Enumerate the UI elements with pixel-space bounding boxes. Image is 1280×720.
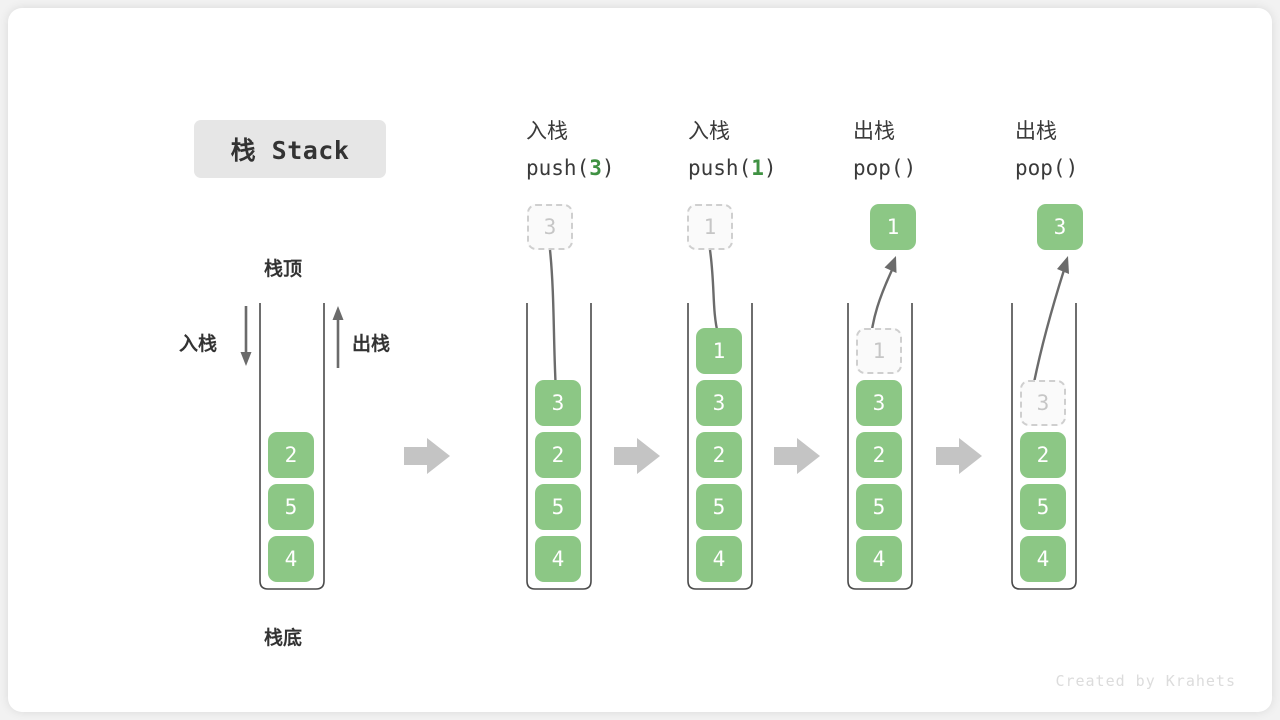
stack-element: 2 [696, 432, 742, 478]
stack-container-pop-3 [1011, 303, 1077, 590]
step-header-push-3: 入栈 push(3) [526, 113, 615, 187]
floating-element-ghost: 1 [687, 204, 733, 250]
stack-bottom-label: 栈底 [264, 627, 303, 649]
stack-element-ghost: 1 [856, 328, 902, 374]
stack-element: 5 [856, 484, 902, 530]
step-header-cn: 入栈 [526, 119, 568, 143]
step-header-cn: 出栈 [853, 119, 895, 143]
step-header-cn: 入栈 [688, 119, 730, 143]
step-header-code: pop() [853, 156, 917, 180]
stack-element-ghost: 3 [1020, 380, 1066, 426]
stack-element: 4 [856, 536, 902, 582]
diagram-title: 栈 Stack [194, 120, 386, 178]
stack-container-initial [259, 303, 325, 590]
step-arrow-icon [936, 438, 982, 474]
stack-element: 5 [696, 484, 742, 530]
popped-element: 3 [1037, 204, 1083, 250]
step-header-pop-1: 出栈 pop() [853, 113, 916, 187]
stack-element: 3 [856, 380, 902, 426]
stack-element: 5 [535, 484, 581, 530]
step-arrow-icon [404, 438, 450, 474]
stack-element: 5 [1020, 484, 1066, 530]
stack-element: 2 [1020, 432, 1066, 478]
step-header-code: push(1) [688, 156, 777, 180]
stack-element: 5 [268, 484, 314, 530]
step-header-push-1: 入栈 push(1) [688, 113, 777, 187]
step-header-code: pop() [1015, 156, 1079, 180]
pop-direction-label: 出栈 [352, 333, 391, 355]
stack-top-label: 栈顶 [264, 258, 303, 280]
push-direction-label: 入栈 [179, 333, 218, 355]
footer-credit: Created by Krahets [1055, 672, 1236, 690]
stack-element: 3 [535, 380, 581, 426]
stack-element: 2 [856, 432, 902, 478]
stack-element: 4 [696, 536, 742, 582]
step-header-pop-3: 出栈 pop() [1015, 113, 1078, 187]
floating-element-ghost: 3 [527, 204, 573, 250]
popped-element: 1 [870, 204, 916, 250]
stack-element: 1 [696, 328, 742, 374]
stack-element: 4 [535, 536, 581, 582]
stack-element: 2 [268, 432, 314, 478]
step-arrow-icon [774, 438, 820, 474]
pop-direction-arrow-icon [332, 306, 344, 368]
stack-container-pop-1 [847, 303, 913, 590]
stack-element: 4 [1020, 536, 1066, 582]
diagram-card: 栈 Stack 栈顶 栈底 入栈 出栈 2 5 4 入栈 push(3) 3 3… [8, 8, 1272, 712]
step-header-cn: 出栈 [1015, 119, 1057, 143]
stack-element: 2 [535, 432, 581, 478]
stack-element: 3 [696, 380, 742, 426]
stack-element: 4 [268, 536, 314, 582]
stack-container-push-3 [526, 303, 592, 590]
step-header-code: push(3) [526, 156, 615, 180]
stack-container-push-1 [687, 303, 753, 590]
step-arrow-icon [614, 438, 660, 474]
push-direction-arrow-icon [240, 306, 252, 366]
